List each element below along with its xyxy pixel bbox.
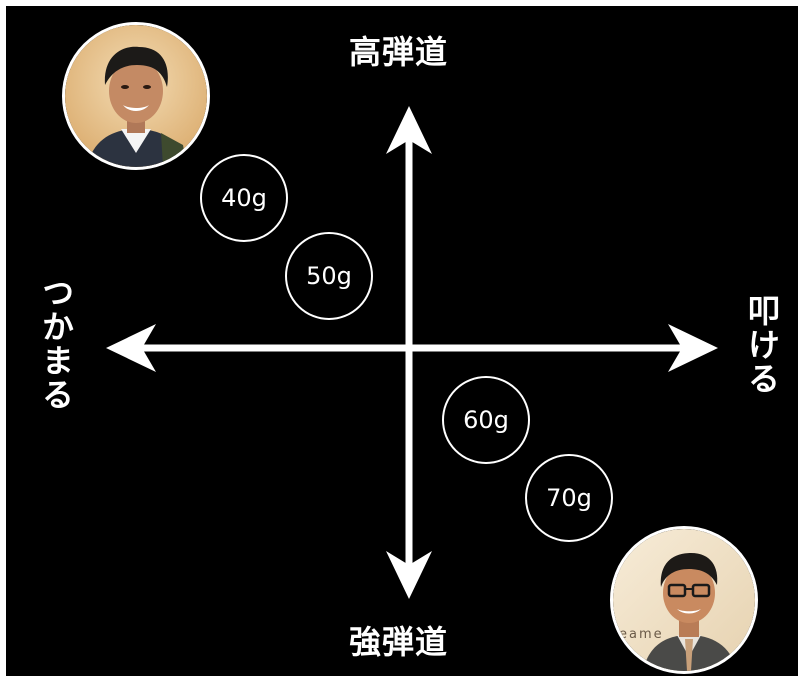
weight-circle-60g: 60g xyxy=(442,376,530,464)
weight-circle-50g: 50g xyxy=(285,232,373,320)
right-axis-label: 叩ける xyxy=(743,294,781,396)
down-arrowhead-icon xyxy=(386,551,432,599)
person-portrait-icon xyxy=(65,25,207,167)
portrait-bottom-right: eame xyxy=(610,526,758,674)
person-portrait-icon xyxy=(613,529,755,671)
photo-background-text: eame xyxy=(619,627,664,642)
weight-circle-70g: 70g xyxy=(525,454,613,542)
right-arrowhead-icon xyxy=(668,324,718,372)
axes-cross xyxy=(106,106,718,599)
diagram-canvas: 高弾道 強弾道 つかまる 叩ける 40g 50g 60g 70g xyxy=(6,6,798,676)
bottom-axis-label: 強弾道 xyxy=(349,623,449,661)
up-arrowhead-icon xyxy=(386,106,432,154)
top-axis-label: 高弾道 xyxy=(349,33,449,71)
left-axis-label: つかまる xyxy=(37,276,75,412)
portrait-top-left xyxy=(62,22,210,170)
weight-circle-40g: 40g xyxy=(200,154,288,242)
left-arrowhead-icon xyxy=(106,324,156,372)
